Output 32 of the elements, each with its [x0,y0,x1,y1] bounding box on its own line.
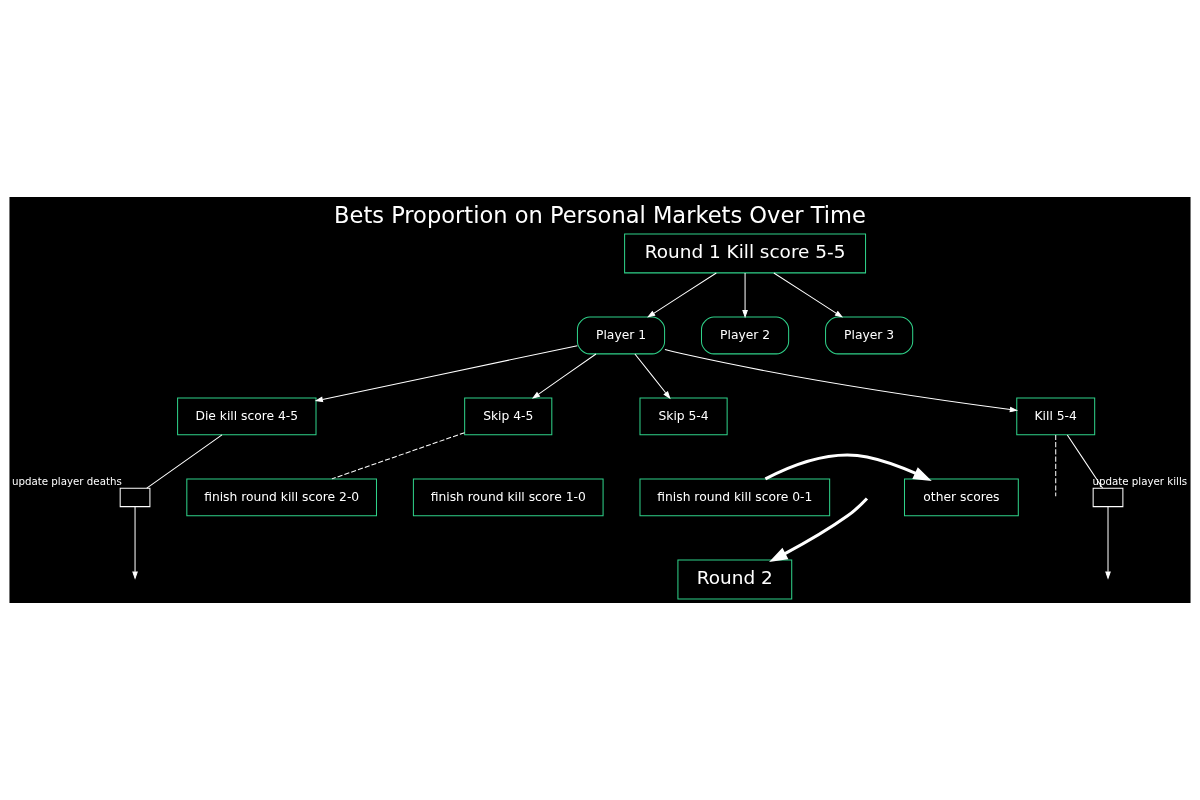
node-box: Round 1 Kill score 5-5 [624,233,867,274]
node-box: Round 2 [677,559,793,600]
node-box [119,487,151,508]
arrow [742,272,748,319]
node-box: Kill 5-4 [1016,397,1096,436]
node-box: Skip 4-5 [464,397,553,436]
arrow [773,272,844,318]
arrow [314,345,578,403]
node-box: Die kill score 4-5 [177,397,317,436]
diagram-title: Bets Proportion on Personal Markets Over Time [334,202,866,229]
node-box: Skip 5-4 [639,397,728,436]
node-box: Player 1 [576,316,666,355]
node-box: Player 3 [825,316,914,355]
connector [1055,434,1057,497]
arrow [531,353,597,399]
arrow [764,453,932,481]
arrow [647,272,717,318]
arrow [132,506,138,580]
node-box: other scores [904,478,1019,517]
node-label: update player deaths [11,475,122,488]
arrow [634,353,671,400]
arrow [1105,506,1111,580]
connector [146,434,223,489]
node-box: finish round kill score 0-1 [639,478,831,517]
node-box: finish round kill score 2-0 [186,478,377,517]
node-box: Player 2 [701,316,790,355]
connector [331,432,466,480]
arrow [664,349,1019,413]
arrow [769,497,869,562]
connector [1066,434,1104,489]
node-box: finish round kill score 1-0 [412,478,604,517]
node-box [1092,487,1124,508]
